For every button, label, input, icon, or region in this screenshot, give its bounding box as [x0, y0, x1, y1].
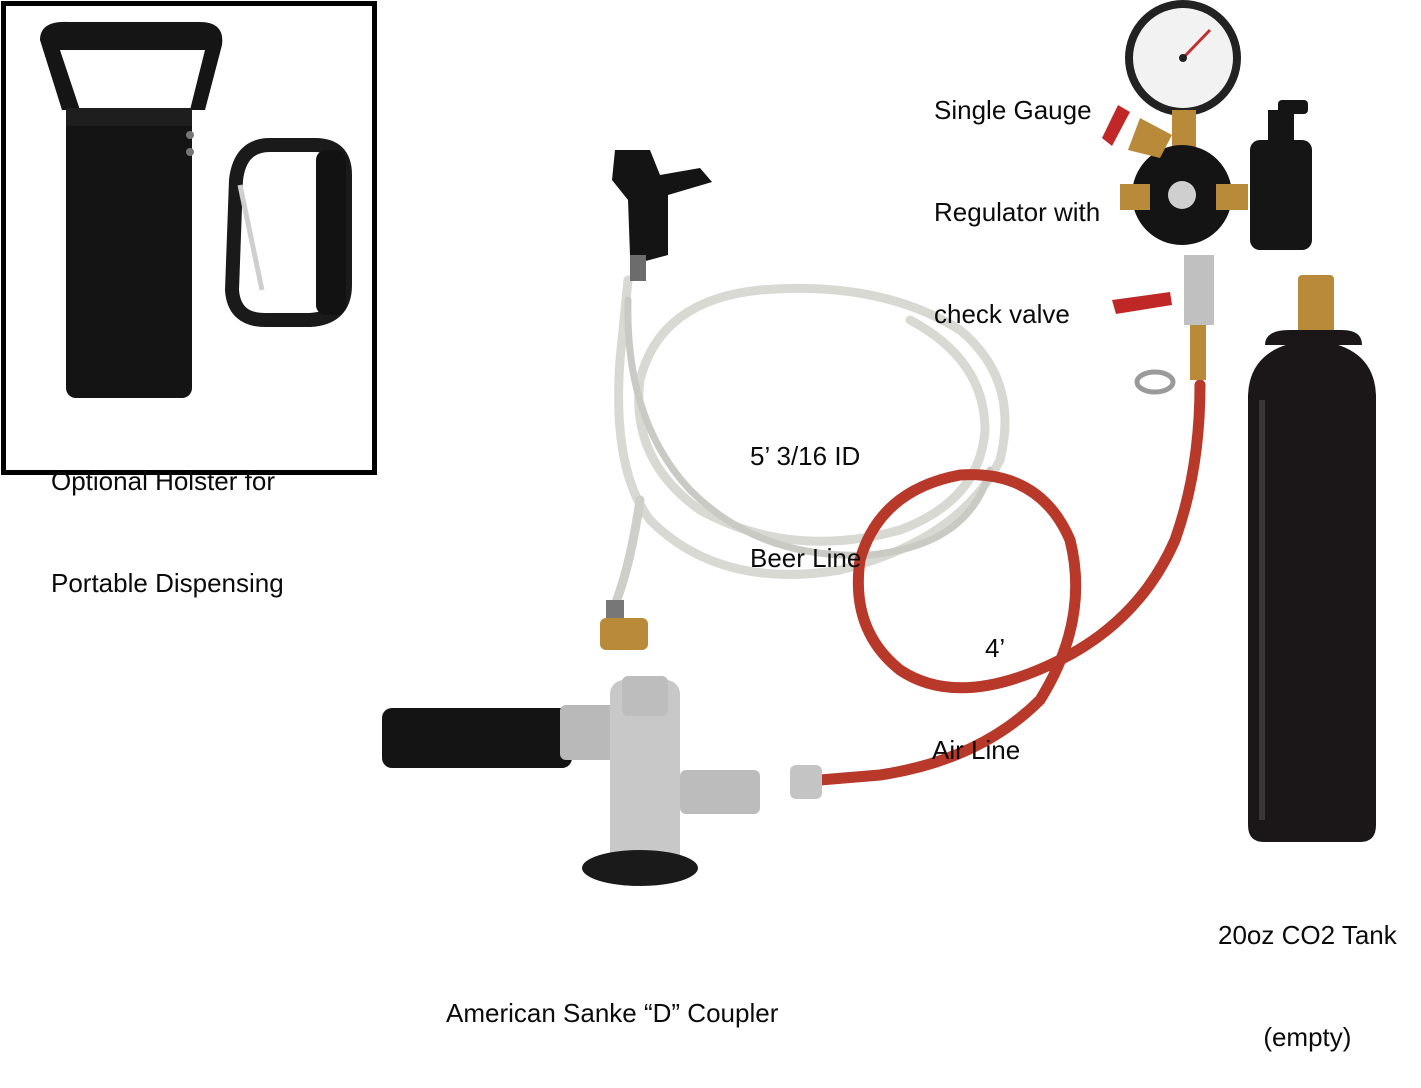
holster-bag	[40, 21, 223, 398]
co2-tank	[1248, 275, 1376, 842]
air-line-nut	[790, 765, 822, 799]
co2-regulator	[1102, 0, 1312, 380]
picnic-faucet	[612, 150, 712, 281]
air-line-caption: 4’ Air Line	[932, 633, 1021, 765]
carabiner-clip	[224, 138, 352, 327]
beer-line-caption: 5’ 3/16 ID Beer Line	[750, 441, 862, 573]
tank-caption: 20oz CO2 Tank (empty)	[1218, 920, 1397, 1052]
sanke-coupler	[382, 676, 760, 886]
product-photo	[40, 0, 1376, 886]
beer-line-nut	[600, 600, 648, 650]
coupler-caption: American Sanke “D” Coupler	[446, 998, 779, 1028]
holster-caption: Optional Holster for Portable Dispensing	[51, 466, 284, 598]
regulator-caption: Single Gauge Regulator with check valve	[934, 95, 1101, 329]
hose-clamp	[1134, 369, 1176, 395]
air-line-hose	[814, 379, 1206, 786]
